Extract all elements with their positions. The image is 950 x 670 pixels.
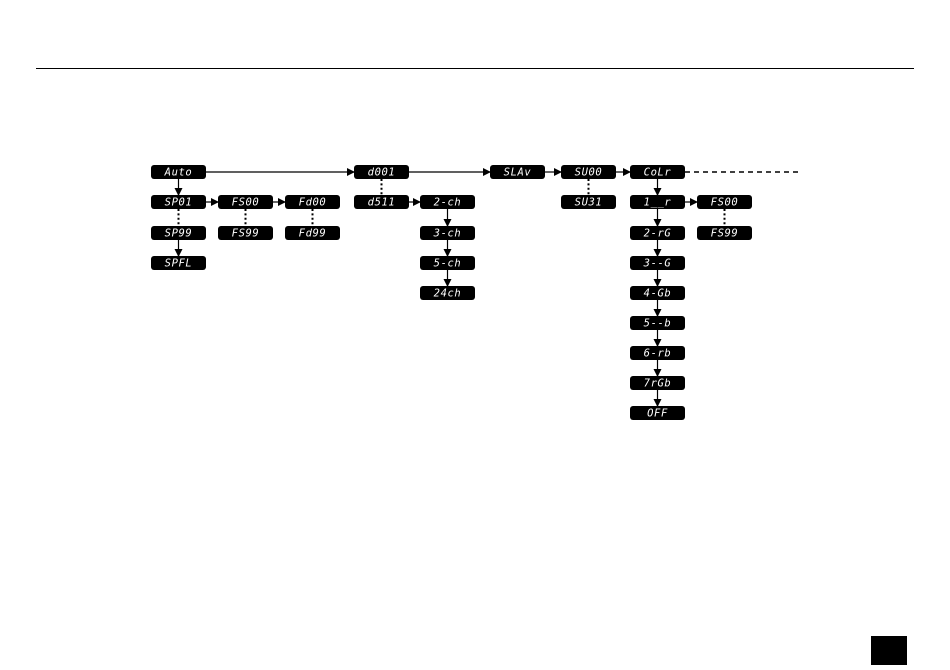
- node-label: d511: [368, 197, 396, 209]
- node-label: 2-ch: [434, 197, 462, 209]
- node-label: SU31: [575, 197, 603, 209]
- node-label: 3--G: [643, 258, 672, 270]
- node-label: d001: [368, 167, 396, 179]
- node-ch5: 5-ch: [420, 256, 475, 270]
- node-label: SPFL: [165, 258, 193, 270]
- node-label: OFF: [647, 408, 668, 420]
- node-label: CoLr: [644, 167, 672, 179]
- node-label: Fd00: [299, 197, 327, 209]
- node-label: FS00: [711, 197, 739, 209]
- node-c2: 2-rG: [630, 226, 685, 240]
- node-label: 24ch: [434, 288, 462, 300]
- node-ch24: 24ch: [420, 286, 475, 300]
- node-spfl: SPFL: [151, 256, 206, 270]
- node-label: Fd99: [299, 228, 327, 240]
- node-fs00a: FS00: [218, 195, 273, 209]
- page-marker: [871, 636, 907, 665]
- node-fs99b: FS99: [697, 226, 752, 240]
- node-label: FS99: [232, 228, 260, 240]
- node-auto: Auto: [151, 165, 206, 179]
- node-label: SP99: [165, 228, 193, 240]
- node-d001: d001: [354, 165, 409, 179]
- node-sp99: SP99: [151, 226, 206, 240]
- node-label: 3-ch: [433, 228, 462, 240]
- node-off: OFF: [630, 406, 685, 420]
- node-label: 5--b: [644, 318, 672, 330]
- node-label: 1__r: [644, 197, 672, 209]
- node-label: SU00: [575, 167, 603, 179]
- node-ch2: 2-ch: [420, 195, 475, 209]
- node-sp01: SP01: [151, 195, 206, 209]
- node-fs00b: FS00: [697, 195, 752, 209]
- node-c6: 6-rb: [630, 346, 685, 360]
- node-label: FS00: [232, 197, 260, 209]
- node-colr: CoLr: [630, 165, 685, 179]
- node-label: 6-rb: [644, 348, 672, 360]
- node-label: SLAv: [504, 167, 532, 179]
- node-fd00: Fd00: [285, 195, 340, 209]
- node-su00: SU00: [561, 165, 616, 179]
- node-su31: SU31: [561, 195, 616, 209]
- node-label: 2-rG: [644, 228, 672, 240]
- node-ch3: 3-ch: [420, 226, 475, 240]
- node-label: Auto: [164, 167, 193, 179]
- node-label: SP01: [165, 197, 193, 209]
- node-c1: 1__r: [630, 195, 685, 209]
- node-fd99: Fd99: [285, 226, 340, 240]
- node-c7: 7rGb: [630, 376, 685, 390]
- node-label: 5-ch: [434, 258, 462, 270]
- node-d511: d511: [354, 195, 409, 209]
- node-c3: 3--G: [630, 256, 685, 270]
- node-fs99a: FS99: [218, 226, 273, 240]
- node-label: FS99: [711, 228, 739, 240]
- node-slav: SLAv: [490, 165, 545, 179]
- node-label: 4-Gb: [644, 288, 672, 300]
- node-c4: 4-Gb: [630, 286, 685, 300]
- node-c5: 5--b: [630, 316, 685, 330]
- node-label: 7rGb: [644, 378, 672, 390]
